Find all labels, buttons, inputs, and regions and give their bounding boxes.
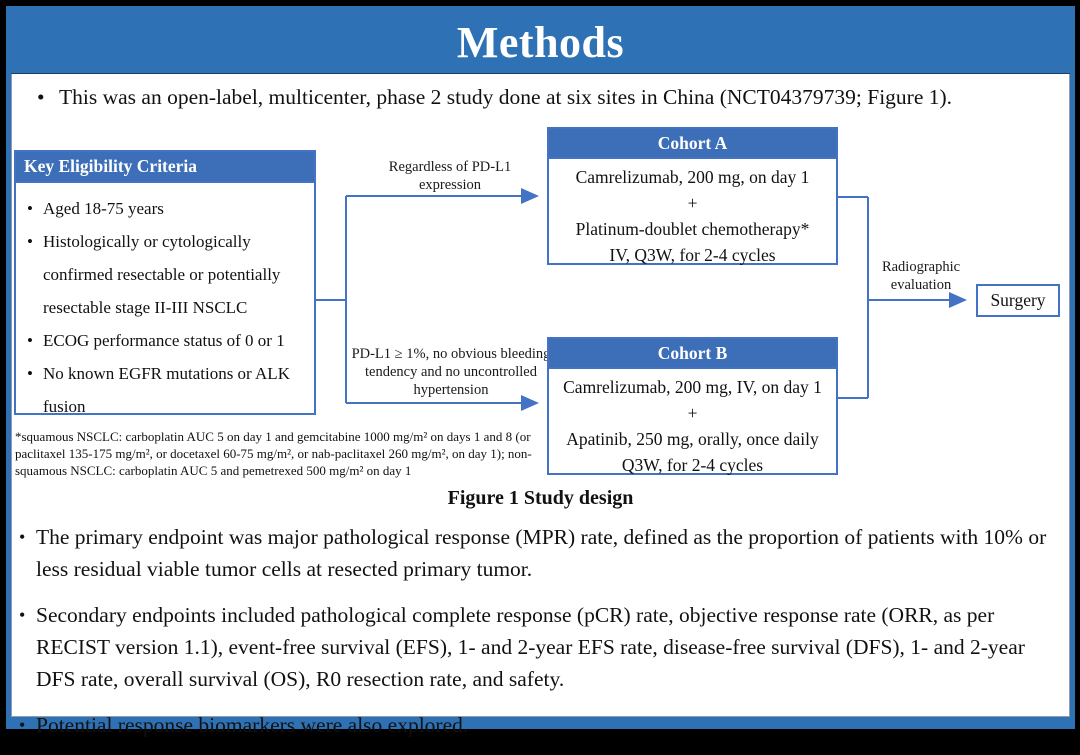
eligibility-box: Key Eligibility Criteria Aged 18-75 year…: [14, 150, 316, 416]
chemotherapy-footnote: *squamous NSCLC: carboplatin AUC 5 on da…: [15, 429, 532, 478]
cohort-a-line: IV, Q3W, for 2-4 cycles: [609, 245, 776, 265]
cohort-a-body: Camrelizumab, 200 mg, on day 1 + Platinu…: [549, 159, 836, 268]
slide-content: This was an open-label, multicenter, pha…: [11, 74, 1070, 741]
cohort-a-line: +: [687, 193, 698, 213]
eligibility-item: No known EGFR mutations or ALK fusion: [16, 357, 310, 423]
eligibility-item: Aged 18-75 years: [16, 192, 310, 225]
page-title: Methods: [456, 17, 625, 67]
surgery-box: Surgery: [976, 284, 1060, 317]
slide: Methods This was an open-label, multicen…: [6, 6, 1075, 741]
surgery-label: Surgery: [990, 290, 1046, 310]
intro-bullet: This was an open-label, multicenter, pha…: [35, 82, 1056, 112]
cohort-a-line: Camrelizumab, 200 mg, on day 1: [575, 167, 810, 187]
pdl1-regardless-label: Regardless of PD-L1 expression: [388, 159, 512, 193]
eligibility-list: Aged 18-75 years Histologically or cytol…: [16, 192, 310, 423]
eligibility-header: Key Eligibility Criteria: [16, 152, 314, 183]
primary-endpoint-bullet: The primary endpoint was major pathologi…: [19, 521, 1054, 585]
cohort-b-header: Cohort B: [549, 339, 836, 369]
cohort-b-line: Q3W, for 2-4 cycles: [621, 455, 764, 475]
endpoint-bullets: The primary endpoint was major pathologi…: [19, 521, 1054, 755]
cohort-a-header: Cohort A: [549, 129, 836, 159]
cohort-b-line: +: [687, 403, 698, 423]
title-banner: Methods: [11, 11, 1070, 74]
cohort-a-line: Platinum-doublet chemotherapy*: [575, 219, 810, 239]
secondary-endpoints-bullet: Secondary endpoints included pathologica…: [19, 599, 1054, 695]
pdl1-positive-label: PD-L1 ≥ 1%, no obvious bleeding tendency…: [351, 346, 551, 398]
cohort-b-body: Camrelizumab, 200 mg, IV, on day 1 + Apa…: [549, 369, 836, 478]
cohort-b-box: Cohort B Camrelizumab, 200 mg, IV, on da…: [547, 337, 838, 475]
radiographic-evaluation-label: Radiographic evaluation: [881, 259, 961, 293]
cohort-b-line: Apatinib, 250 mg, orally, once daily: [566, 429, 819, 449]
cohort-b-line: Camrelizumab, 200 mg, IV, on day 1: [563, 377, 822, 397]
figure-caption: Figure 1 Study design: [447, 487, 634, 509]
eligibility-item: ECOG performance status of 0 or 1: [16, 324, 310, 357]
cohort-a-box: Cohort A Camrelizumab, 200 mg, on day 1 …: [547, 127, 838, 265]
biomarkers-bullet: Potential response biomarkers were also …: [19, 709, 1054, 741]
eligibility-item: Histologically or cytologically confirme…: [16, 225, 310, 324]
